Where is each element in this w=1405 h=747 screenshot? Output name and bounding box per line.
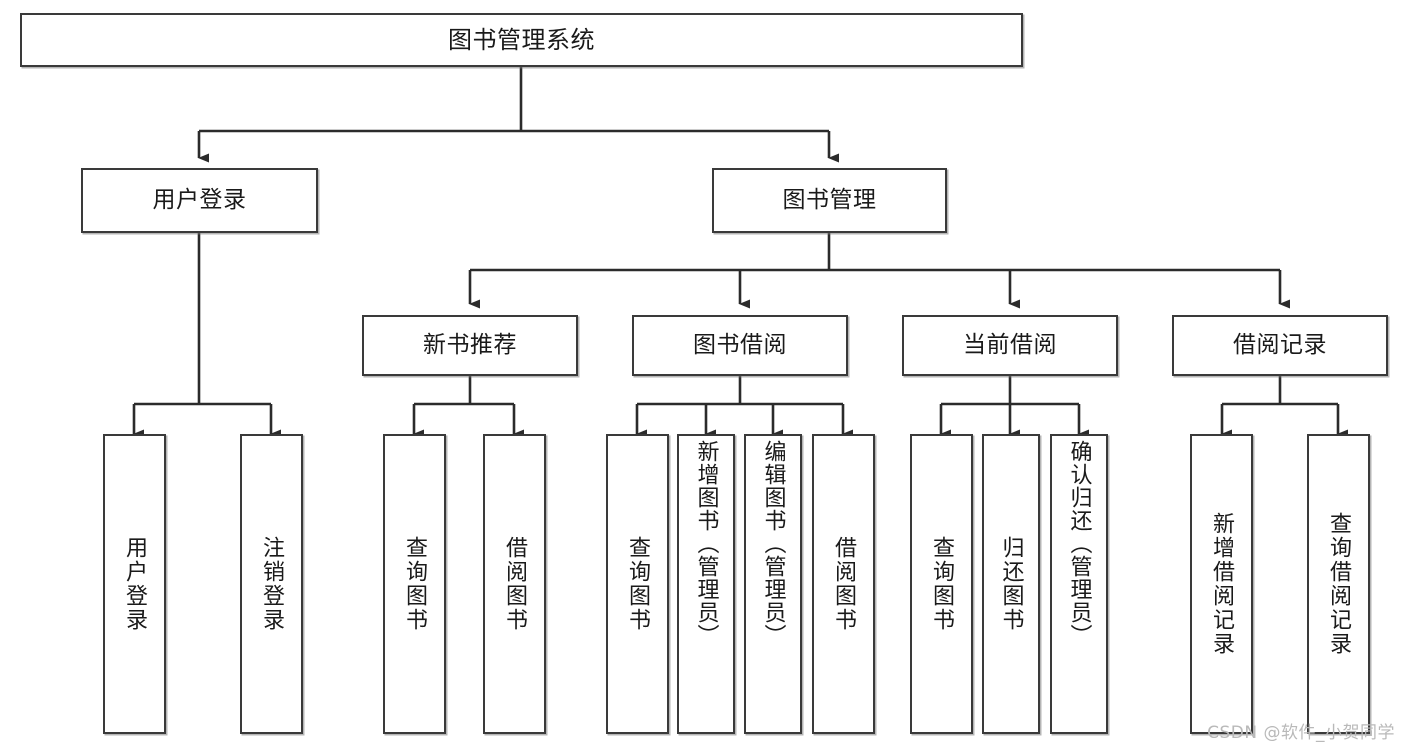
node-label: 用户登录 [122, 536, 148, 632]
node-label: 注销登录 [259, 536, 285, 632]
node-label: 查询图书 [929, 536, 955, 632]
node-label: 编辑图书（管理员） [760, 440, 786, 647]
node-label: 图书管理系统 [448, 25, 595, 54]
node-label: 借阅图书 [831, 536, 857, 632]
node-label: 借阅记录 [1233, 331, 1327, 358]
node-label: 新书推荐 [423, 331, 517, 358]
node-borrowing-record[interactable]: 借阅记录 [1172, 315, 1388, 376]
node-label: 确认归还（管理员） [1066, 440, 1092, 647]
leaf-current-borrow-query-book[interactable]: 查询图书 [910, 434, 973, 734]
node-label: 新增图书（管理员） [693, 440, 719, 647]
node-label: 查询借阅记录 [1326, 512, 1352, 656]
node-label: 查询图书 [402, 536, 428, 632]
node-label: 查询图书 [625, 536, 651, 632]
node-label: 用户登录 [152, 186, 247, 213]
node-new-book-recommendation[interactable]: 新书推荐 [362, 315, 578, 376]
leaf-book-borrow-borrow-book[interactable]: 借阅图书 [812, 434, 875, 734]
leaf-book-borrow-add-book-admin[interactable]: 新增图书（管理员） [677, 434, 735, 734]
leaf-book-borrow-edit-book-admin[interactable]: 编辑图书（管理员） [744, 434, 802, 734]
node-label: 新增借阅记录 [1209, 512, 1235, 656]
node-user-login[interactable]: 用户登录 [81, 168, 318, 233]
leaf-user-login-login[interactable]: 用户登录 [103, 434, 166, 734]
node-current-borrowing[interactable]: 当前借阅 [902, 315, 1118, 376]
node-label: 归还图书 [998, 536, 1024, 632]
node-root-book-management-system[interactable]: 图书管理系统 [20, 13, 1023, 67]
node-label: 图书管理 [782, 186, 877, 213]
node-book-borrowing[interactable]: 图书借阅 [632, 315, 848, 376]
leaf-book-borrow-query-book[interactable]: 查询图书 [606, 434, 669, 734]
leaf-borrow-record-query-record[interactable]: 查询借阅记录 [1307, 434, 1370, 734]
node-label: 当前借阅 [963, 331, 1057, 358]
node-label: 借阅图书 [502, 536, 528, 632]
node-book-management[interactable]: 图书管理 [712, 168, 947, 233]
leaf-new-book-borrow-book[interactable]: 借阅图书 [483, 434, 546, 734]
csdn-watermark: CSDN @软件_小贺同学 [1207, 723, 1395, 743]
leaf-current-borrow-confirm-return-admin[interactable]: 确认归还（管理员） [1050, 434, 1108, 734]
leaf-current-borrow-return-book[interactable]: 归还图书 [982, 434, 1040, 734]
node-label: 图书借阅 [693, 331, 787, 358]
leaf-user-login-logout[interactable]: 注销登录 [240, 434, 303, 734]
leaf-borrow-record-add-record[interactable]: 新增借阅记录 [1190, 434, 1253, 734]
leaf-new-book-query-book[interactable]: 查询图书 [383, 434, 446, 734]
